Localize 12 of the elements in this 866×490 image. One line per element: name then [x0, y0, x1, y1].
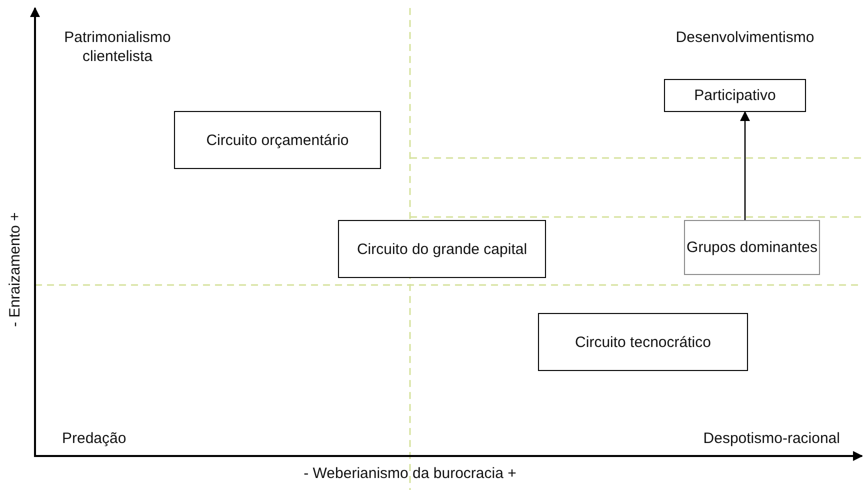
category-box: Circuito orçamentário — [174, 111, 381, 169]
category-box: Participativo — [664, 79, 806, 112]
quadrant-label: Patrimonialismo clientelista — [63, 28, 172, 66]
category-box: Grupos dominantes — [684, 220, 820, 275]
quadrant-label: Desenvolvimentismo — [674, 28, 816, 47]
category-box: Circuito do grande capital — [338, 220, 546, 278]
quadrant-label: Predação — [62, 429, 128, 448]
category-box: Circuito tecnocrático — [538, 313, 748, 371]
quadrant-label: Despotismo-racional — [702, 429, 840, 448]
axis-title: - Weberianismo da burocracia + — [302, 464, 518, 483]
arrow — [740, 111, 750, 220]
axis-title: - Enraizamento + — [6, 211, 24, 329]
